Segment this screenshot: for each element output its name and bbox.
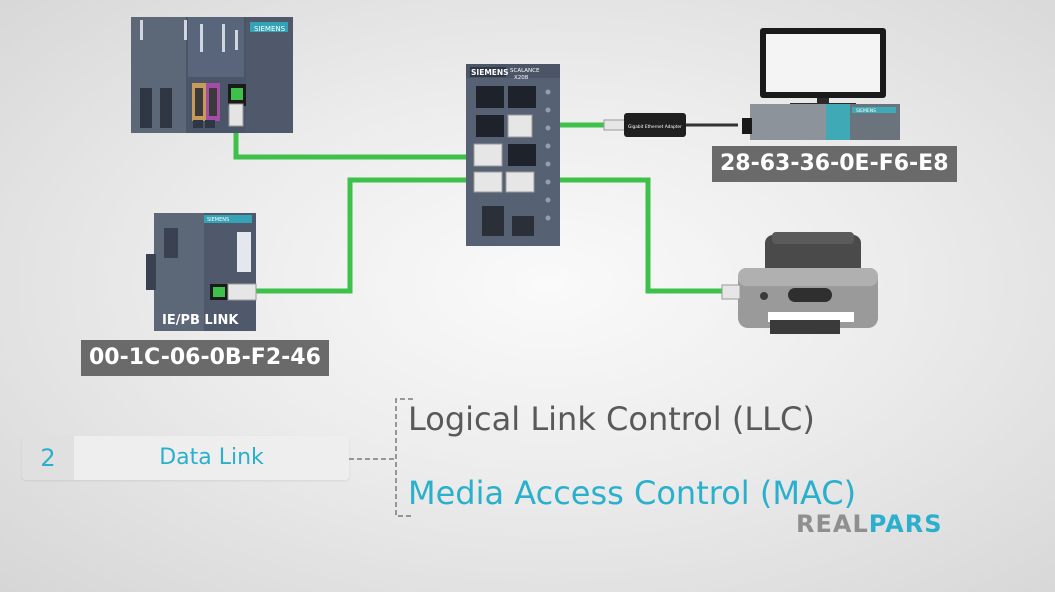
switch-model-line2: X208 bbox=[514, 75, 529, 81]
iepb-brand: SIEMENS bbox=[207, 217, 229, 223]
realpars-logo: REALPARS bbox=[796, 510, 942, 538]
sublayer-llc: Logical Link Control (LLC) bbox=[408, 400, 815, 438]
pc-brand: SIEMENS bbox=[856, 108, 876, 114]
logo-part-pars: PARS bbox=[868, 510, 943, 538]
plc-device bbox=[131, 17, 293, 133]
plc-brand: SIEMENS bbox=[254, 25, 286, 33]
logo-part-real: REAL bbox=[796, 510, 869, 538]
osi-layer-name: Data Link bbox=[159, 445, 264, 470]
pc-mac-address: 28-63-36-0E-F6-E8 bbox=[712, 146, 957, 182]
osi-layer-number: 2 bbox=[22, 436, 74, 480]
osi-layer-box: 2 Data Link bbox=[22, 436, 349, 480]
sublayer-bracket bbox=[349, 398, 413, 517]
printer-device bbox=[721, 232, 878, 334]
switch-model-line1: SCALANCE bbox=[510, 68, 540, 74]
switch-device bbox=[466, 64, 560, 246]
iepb-mac-address: 00-1C-06-0B-F2-46 bbox=[81, 340, 329, 376]
switch-brand: SIEMENS bbox=[471, 68, 509, 77]
cable-iepb-to-switch bbox=[256, 177, 476, 294]
pc-device bbox=[742, 28, 900, 140]
cable-switch-to-printer bbox=[534, 177, 726, 294]
cable-plc-to-switch bbox=[233, 122, 476, 160]
sublayer-mac: Media Access Control (MAC) bbox=[408, 474, 857, 512]
adapter-label: Gigabit Ethernet Adapter bbox=[628, 124, 682, 130]
ie-pb-link-device bbox=[146, 213, 257, 331]
usb-ethernet-adapter bbox=[603, 113, 686, 137]
iepb-link-caption: IE/PB LINK bbox=[162, 313, 239, 328]
